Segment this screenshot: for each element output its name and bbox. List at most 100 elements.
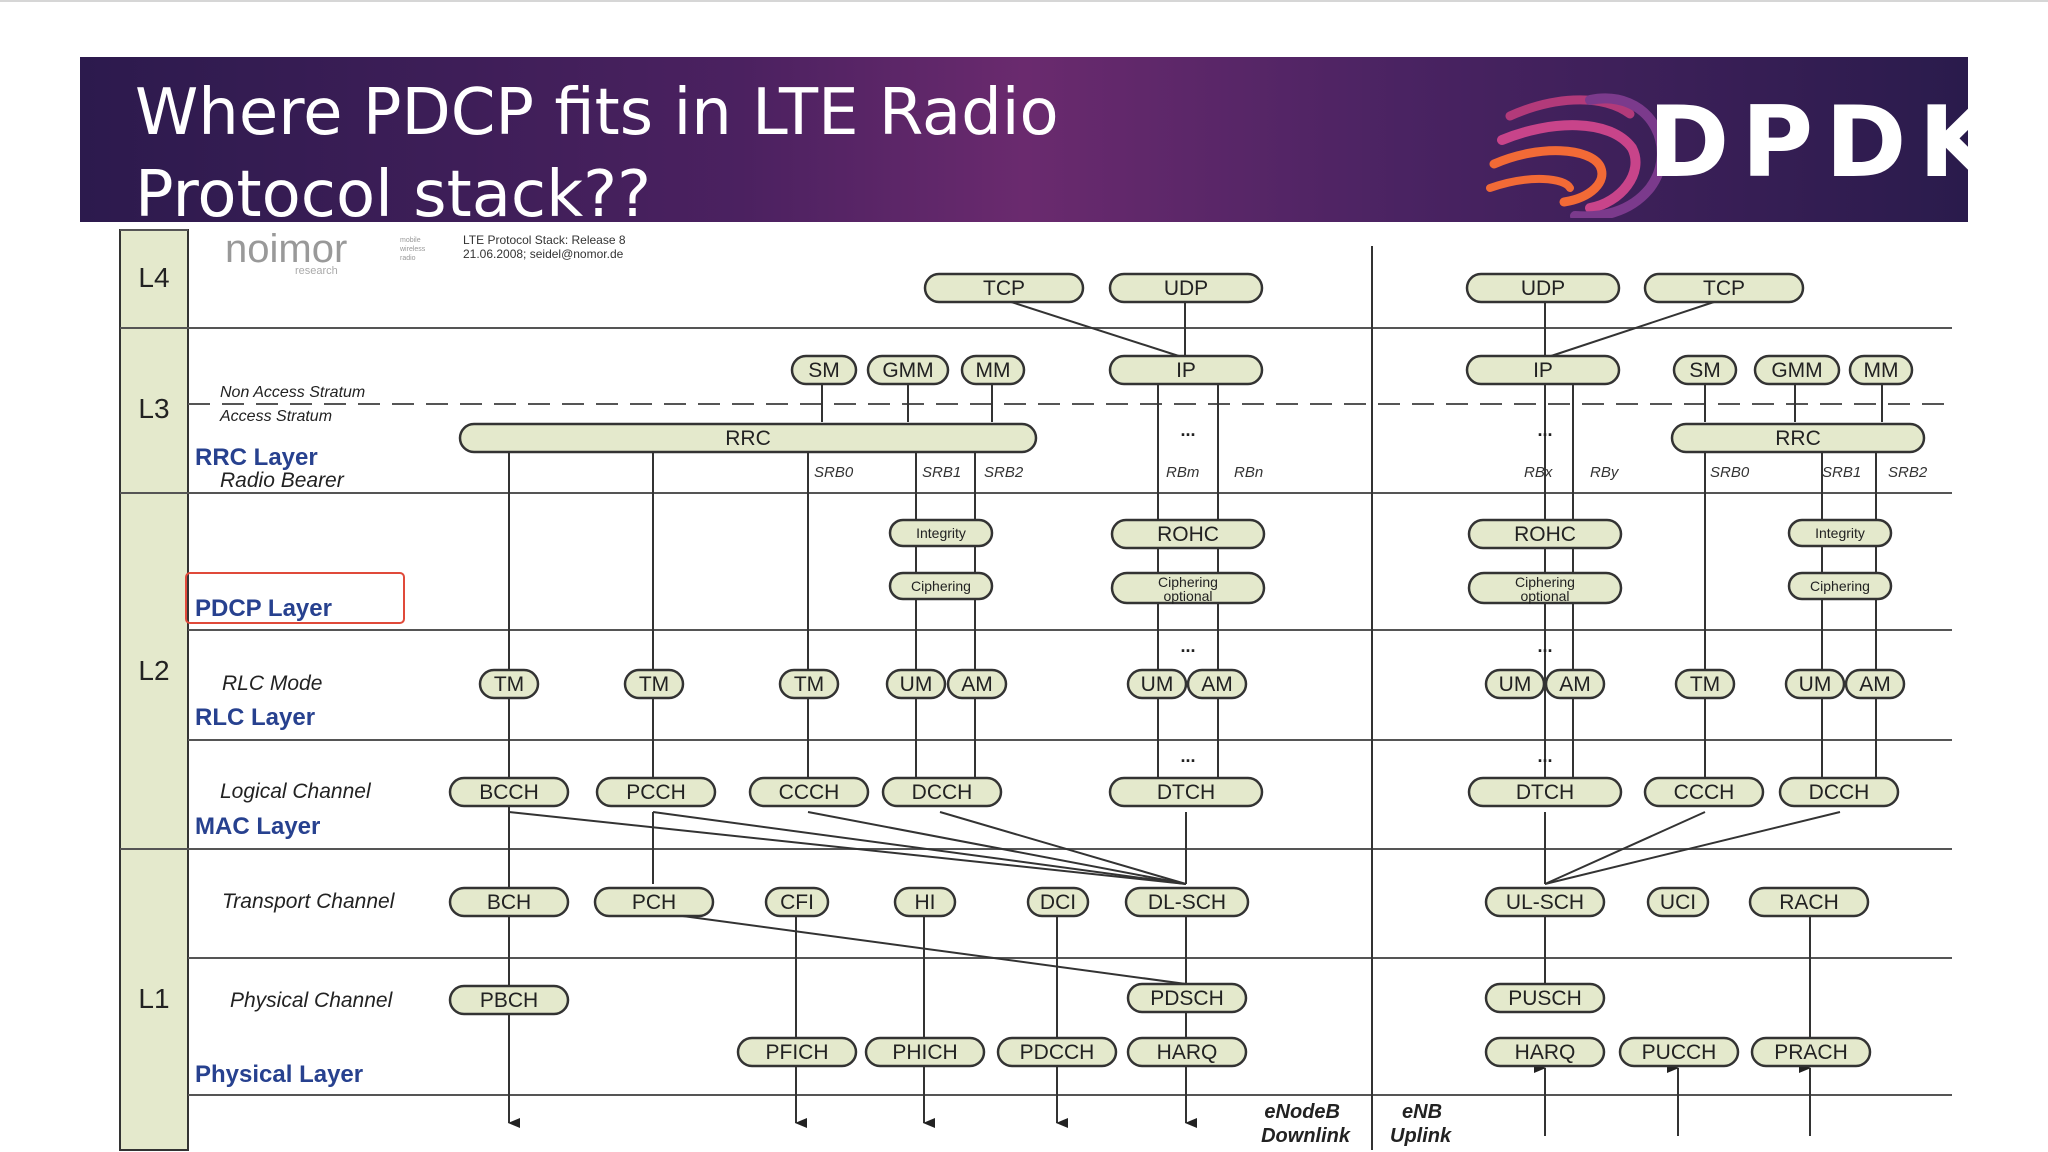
ul-ip-pill xyxy=(1465,354,1621,386)
ul-udp-pill xyxy=(1465,272,1621,304)
ul-tm-text: TM xyxy=(1690,673,1720,696)
ul-ulsch-text: UL-SCH xyxy=(1506,891,1584,914)
dl-mm-pill xyxy=(960,354,1026,386)
dl-pdsch-pill xyxy=(1126,982,1248,1014)
dl-phich-text: PHICH xyxy=(892,1041,957,1064)
ul-sm-text: SM xyxy=(1689,359,1721,382)
ul-dcch-text: DCCH xyxy=(1809,781,1870,804)
dl-dtch-text: DTCH xyxy=(1157,781,1215,804)
dl-mm-text: MM xyxy=(976,359,1011,382)
ul-am-pill-2 xyxy=(1844,668,1906,700)
dl-side-label-2: Downlink xyxy=(1261,1125,1351,1147)
dl-pdcch-pill xyxy=(996,1036,1118,1068)
dl-am-text-2: AM xyxy=(1201,673,1233,696)
dl-cfi-text: CFI xyxy=(780,891,814,914)
dl-pbch-pill xyxy=(448,984,570,1016)
dl-ip-text: IP xyxy=(1176,359,1196,382)
dl-rrc-text: RRC xyxy=(725,427,771,450)
label-radio-bearer: Radio Bearer xyxy=(220,469,345,492)
dl-um-text: UM xyxy=(900,673,933,696)
dl-gmm-text: GMM xyxy=(882,359,933,382)
ul-rbx-label: RBx xyxy=(1524,464,1553,481)
brand-sub: research xyxy=(295,265,338,277)
connection-lines xyxy=(508,299,1883,1136)
dl-ciph-opt-text-2: optional xyxy=(1163,588,1212,604)
dl-pfich-pill xyxy=(736,1036,858,1068)
ul-pusch-text: PUSCH xyxy=(1508,987,1582,1010)
dl-phich-pill xyxy=(864,1036,986,1068)
dl-tcp-text: TCP xyxy=(983,277,1025,300)
ul-am-text-2: AM xyxy=(1859,673,1891,696)
dl-dci-text: DCI xyxy=(1040,891,1076,914)
dl-dcch-pill xyxy=(881,776,1003,808)
ul-ciph-opt-text-1: Ciphering xyxy=(1515,574,1575,590)
dl-integrity-text: Integrity xyxy=(916,525,966,541)
brand-logo: noimor xyxy=(225,227,347,271)
ul-srb2-label: SRB2 xyxy=(1888,464,1928,481)
ul-integrity-text: Integrity xyxy=(1815,525,1865,541)
dl-dcch-text: DCCH xyxy=(912,781,973,804)
dl-pdsch-text: PDSCH xyxy=(1150,987,1224,1010)
dl-ellipsis-1: ... xyxy=(1180,420,1195,440)
level-label-l4: L4 xyxy=(138,262,169,293)
dl-tm-pill-3 xyxy=(778,668,840,700)
brand-side-2: wireless xyxy=(399,246,426,253)
ul-prach-text: PRACH xyxy=(1774,1041,1848,1064)
dl-pbch-text: PBCH xyxy=(480,989,538,1012)
ul-dcch-pill xyxy=(1778,776,1900,808)
dl-pch-pill xyxy=(593,886,715,918)
dpdk-swirl-icon xyxy=(1486,93,1667,218)
ul-side-label-2: Uplink xyxy=(1390,1125,1452,1147)
dl-am-text: AM xyxy=(961,673,993,696)
level-column xyxy=(119,229,189,1151)
dl-um-pill-2 xyxy=(1126,668,1188,700)
dl-gmm-pill xyxy=(866,354,950,386)
dl-um-pill xyxy=(885,668,947,700)
ul-pusch-pill xyxy=(1484,982,1606,1014)
ul-tm-pill xyxy=(1674,668,1736,700)
ul-mm-text: MM xyxy=(1864,359,1899,382)
ul-uci-text: UCI xyxy=(1660,891,1696,914)
stamp-line-1: LTE Protocol Stack: Release 8 xyxy=(463,233,626,247)
ul-srb0-label: SRB0 xyxy=(1710,464,1750,481)
label-rlc-mode: RLC Mode xyxy=(222,672,322,695)
slide-title: Where PDCP fits in LTE Radio Protocol st… xyxy=(135,76,1059,232)
ul-sm-pill xyxy=(1672,354,1738,386)
dl-cfi-pill xyxy=(764,886,830,918)
level-label-l2: L2 xyxy=(138,655,169,686)
ul-ellipsis-1: ... xyxy=(1537,420,1552,440)
ul-ellipsis-2: ... xyxy=(1537,636,1552,656)
dl-srb1-label: SRB1 xyxy=(922,464,961,481)
dl-ellipsis-3: ... xyxy=(1180,746,1195,766)
dl-ip-pill xyxy=(1108,354,1264,386)
dl-udp-text: UDP xyxy=(1164,277,1208,300)
title-banner xyxy=(80,57,1968,222)
ul-harq-text: HARQ xyxy=(1515,1041,1576,1064)
dl-pfich-text: PFICH xyxy=(766,1041,829,1064)
label-physical-layer: Physical Layer xyxy=(195,1061,363,1088)
label-non-access-stratum: Non Access Stratum xyxy=(220,384,365,401)
dl-tm-text-1: TM xyxy=(494,673,524,696)
dl-rrc-pill xyxy=(458,422,1038,454)
dl-tm-text-3: TM xyxy=(794,673,824,696)
top-rule xyxy=(0,0,2048,2)
dl-am-pill-2 xyxy=(1186,668,1248,700)
brand-side-1: mobile xyxy=(400,237,421,244)
dl-pdcch-text: PDCCH xyxy=(1020,1041,1095,1064)
pdcp-highlight-box xyxy=(185,572,405,624)
dl-am-pill xyxy=(946,668,1008,700)
ul-ciphering-optional-pill xyxy=(1467,571,1623,605)
ul-rby-label: RBy xyxy=(1590,464,1620,481)
dl-udp-pill xyxy=(1108,272,1264,304)
dl-side-label-1: eNodeB xyxy=(1264,1101,1340,1123)
ul-gmm-text: GMM xyxy=(1771,359,1822,382)
ul-am-text: AM xyxy=(1559,673,1591,696)
ul-ccch-text: CCCH xyxy=(1674,781,1735,804)
dl-ciphering-text: Ciphering xyxy=(911,578,971,594)
ul-ciphering-pill xyxy=(1787,571,1893,601)
ul-ciphering-text: Ciphering xyxy=(1810,578,1870,594)
ul-um-text: UM xyxy=(1499,673,1532,696)
label-pdcp-layer: PDCP Layer xyxy=(195,595,332,622)
label-physical-channel: Physical Channel xyxy=(230,989,394,1012)
